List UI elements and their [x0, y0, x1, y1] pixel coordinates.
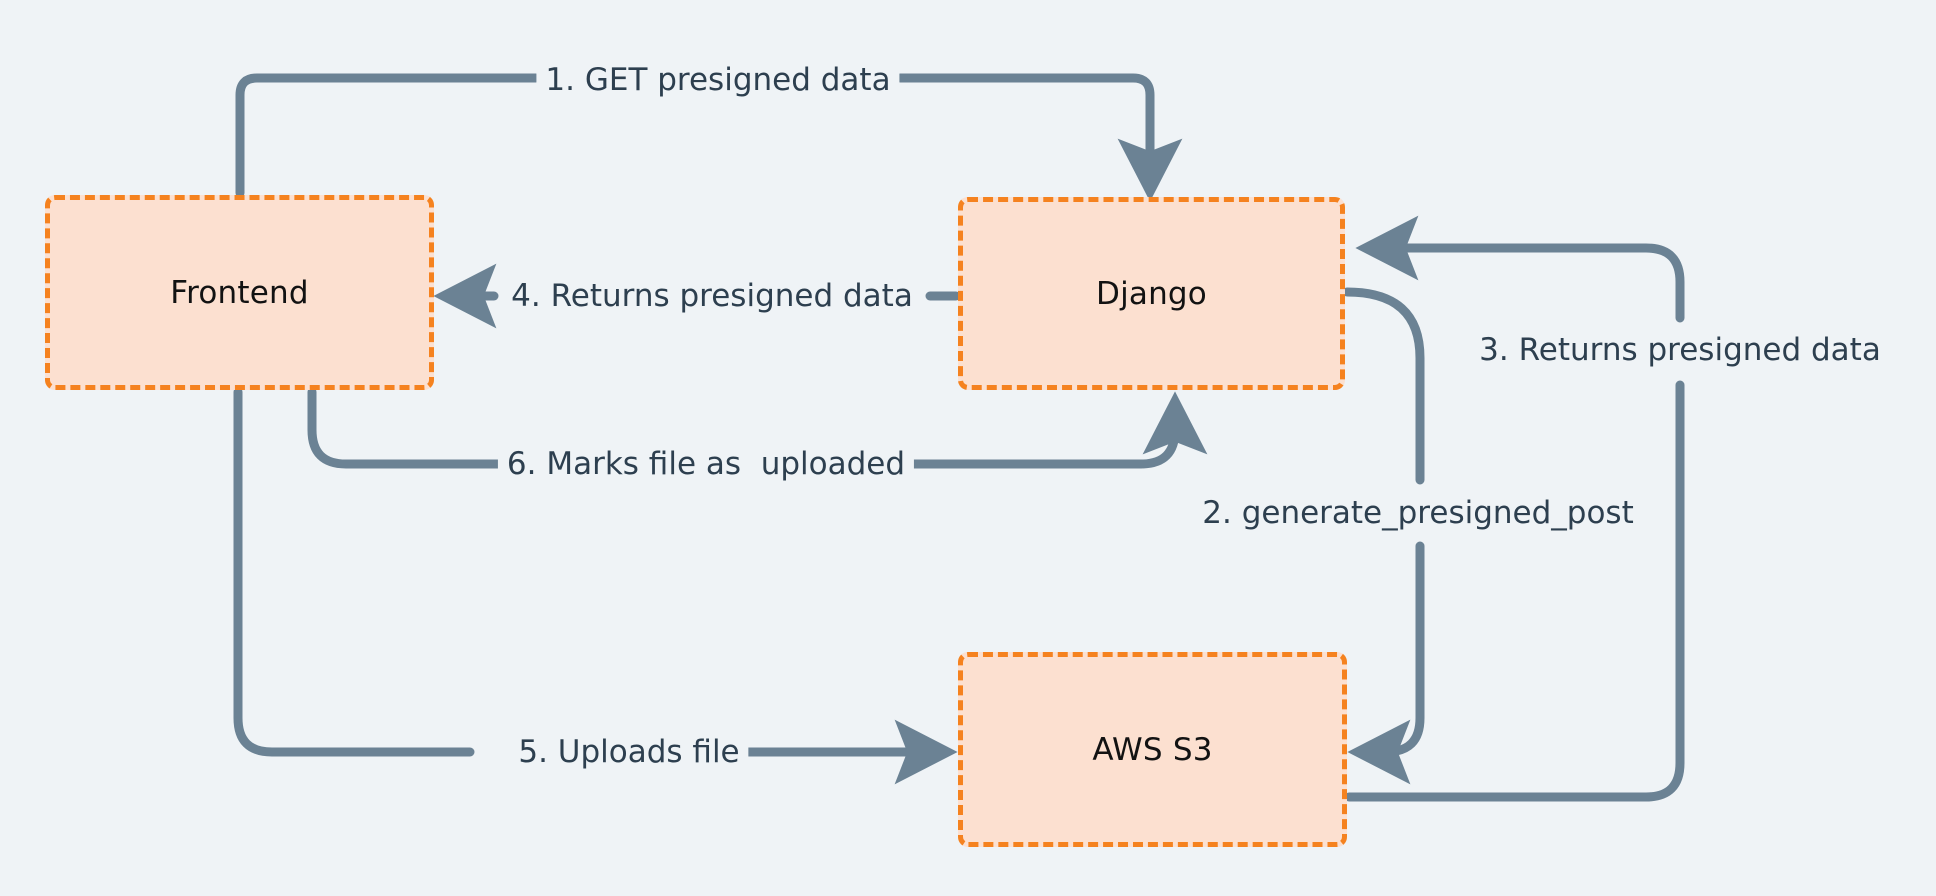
edge-label-3: 3. Returns presigned data: [1470, 333, 1890, 367]
edge-6-segment-left: [307, 387, 505, 469]
node-django-label: Django: [1096, 275, 1207, 312]
node-aws-s3-label: AWS S3: [1092, 731, 1213, 768]
edge-label-5: 5. Uploads file: [509, 735, 749, 769]
edge-label-4: 4. Returns presigned data: [502, 279, 922, 313]
node-frontend-label: Frontend: [170, 274, 309, 311]
edge-label-6: 6. Marks file as uploaded: [497, 447, 915, 481]
node-aws-s3[interactable]: AWS S3: [958, 652, 1347, 847]
edge-5-segment-left: [233, 387, 475, 757]
edge-1-segment-right: [895, 73, 1183, 202]
edge-label-1: 1. GET presigned data: [536, 63, 900, 97]
edge-6-segment-right: [907, 391, 1208, 469]
node-django[interactable]: Django: [958, 197, 1345, 390]
edge-2-segment-top: [1342, 287, 1425, 485]
edge-3-segment-upper: [1355, 215, 1685, 323]
node-frontend[interactable]: Frontend: [45, 195, 434, 390]
edge-3-segment-lower: [1344, 380, 1685, 802]
edge-1-segment-left: [235, 73, 541, 198]
edge-label-2: 2. generate_presigned_post: [1193, 496, 1643, 530]
edge-2-segment-bottom: [1347, 541, 1425, 785]
